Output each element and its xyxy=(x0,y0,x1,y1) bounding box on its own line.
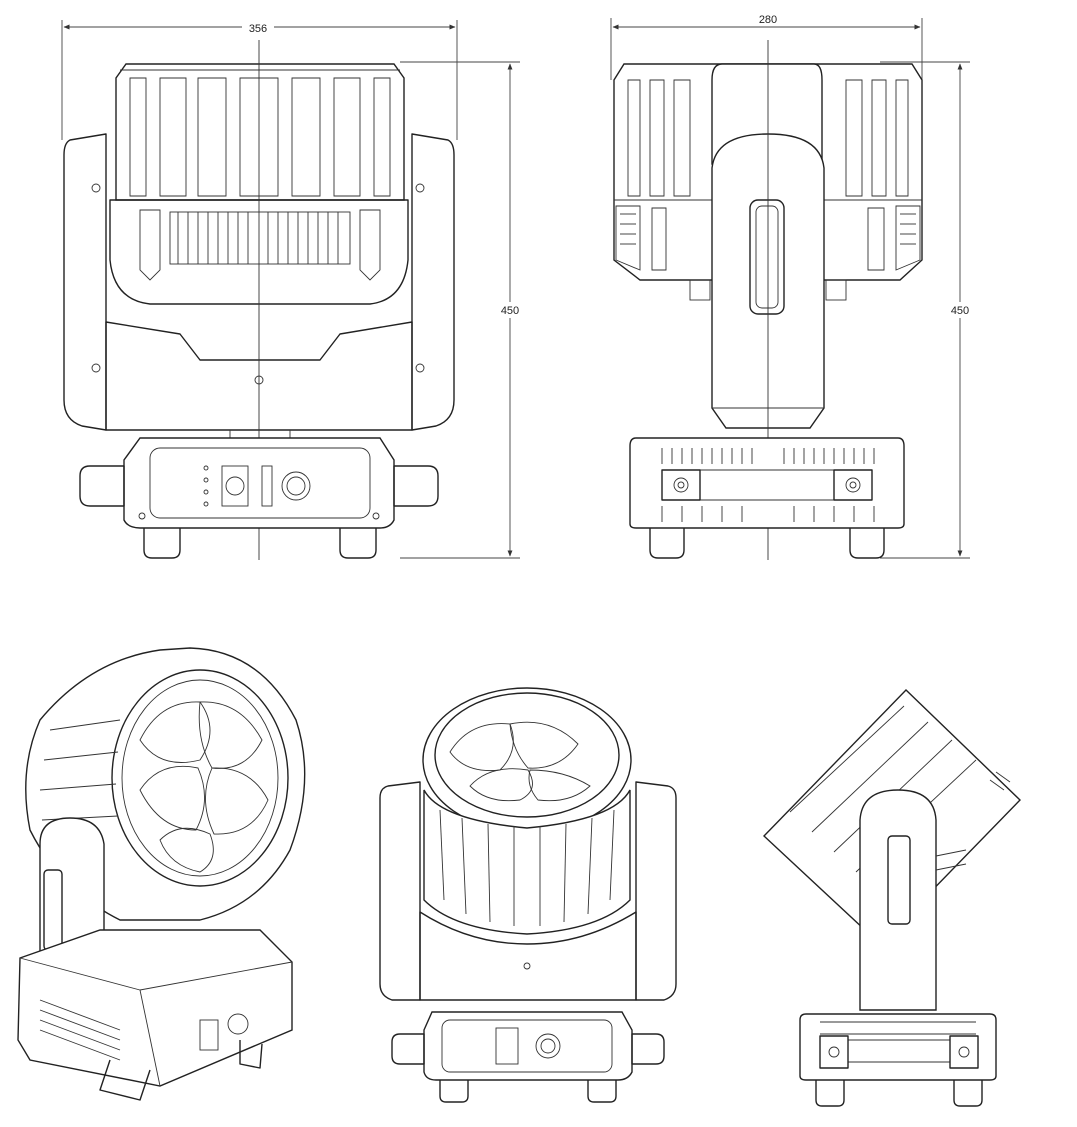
front-height-dimension: 450 xyxy=(400,61,524,559)
front-height-label: 450 xyxy=(501,305,519,317)
front-width-dimension: 356 xyxy=(61,20,458,140)
side-width-dimension: 280 xyxy=(610,12,923,80)
front-view: 356 450 xyxy=(61,20,524,560)
front-width-label: 356 xyxy=(249,23,267,35)
iso-view-right xyxy=(762,689,1021,1107)
iso-view-left xyxy=(17,647,306,1101)
side-view: 280 450 xyxy=(610,12,974,560)
side-width-label: 280 xyxy=(759,14,777,26)
side-height-dimension: 450 xyxy=(880,61,974,559)
iso-view-center xyxy=(379,687,677,1103)
side-height-label: 450 xyxy=(951,305,969,317)
